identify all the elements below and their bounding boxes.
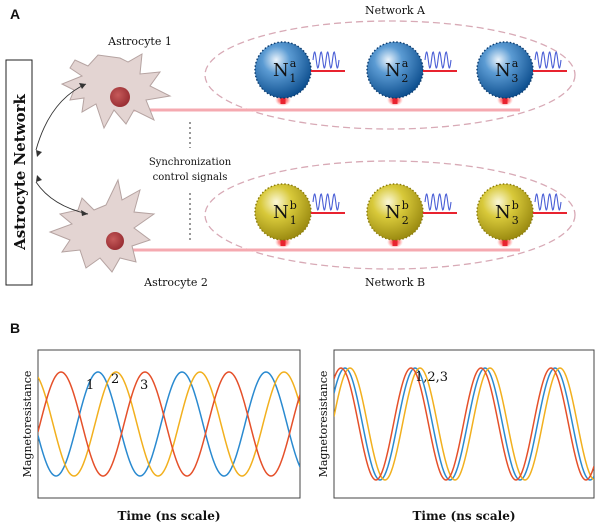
network-a-neuron-sub-2: 2 xyxy=(401,72,408,85)
network-a-synapse-1 xyxy=(280,94,286,104)
network-b-neuron-3: Nb 3 xyxy=(476,183,567,248)
network-b-neuron-2: Nb 2 xyxy=(366,183,457,248)
network-b-synapse-1 xyxy=(280,236,286,246)
network-b-neuron-sub-3: 3 xyxy=(512,214,519,227)
network-b-neuron-1: Nb 1 xyxy=(254,183,345,248)
network-a-neuron-3: Na 3 xyxy=(476,41,567,106)
panel-b-label: B xyxy=(10,320,20,336)
network-b-neuron-base-1: N xyxy=(273,202,289,223)
arrow-tail-astrocyte-2 xyxy=(36,175,42,182)
network-a-oscillation-3 xyxy=(534,51,562,69)
network-b-neuron-label-2: Nb 2 xyxy=(385,199,409,227)
network-a-neuron-label-2: Na 2 xyxy=(385,57,409,85)
network-a-neuron-2: Na 2 xyxy=(366,41,457,106)
left-plot-curves xyxy=(38,371,300,477)
left-curve-label-3: 3 xyxy=(140,378,148,393)
network-a-title: Network A xyxy=(365,4,426,17)
network-b-neuron-sup-2: b xyxy=(402,199,409,212)
right-plot-curve-3 xyxy=(334,367,594,481)
network-b-ellipse xyxy=(204,160,576,270)
network-b-oscillation-3 xyxy=(534,193,562,211)
network-a-synapse-3 xyxy=(502,94,508,104)
network-b-neuron-base-3: N xyxy=(495,202,511,223)
network-b-synapse-3 xyxy=(502,236,508,246)
left-plot-curve-1 xyxy=(38,371,300,477)
left-plot-ylabel: Magnetoresistance xyxy=(21,371,34,478)
panel-a-label: A xyxy=(10,6,20,22)
arrow-to-astrocyte-1 xyxy=(35,83,87,151)
network-a-oscillation-2 xyxy=(424,51,452,69)
left-plot: 1 2 3 Magnetoresistance Time (ns scale) xyxy=(21,349,301,523)
right-plot-ylabel: Magnetoresistance xyxy=(317,371,330,478)
sync-label-line-1: Synchronization xyxy=(149,157,232,168)
right-plot: 1,2,3 Magnetoresistance Time (ns scale) xyxy=(317,349,595,523)
network-b-neuron-label-3: Nb 3 xyxy=(495,199,519,227)
network-a-neuron-base-2: N xyxy=(385,60,401,81)
astrocyte-network-box xyxy=(5,59,33,286)
network-a-neuron-sup-3: a xyxy=(512,57,519,70)
network-a-synapse-2 xyxy=(392,94,398,104)
network-a-neuron-sup-2: a xyxy=(402,57,409,70)
network-b-neuron-sup-3: b xyxy=(512,199,519,212)
astrocyte-1 xyxy=(60,53,172,130)
right-curve-label: 1,2,3 xyxy=(415,370,448,385)
astrocyte-network-label: Astrocyte Network xyxy=(11,93,29,250)
right-plot-xlabel: Time (ns scale) xyxy=(412,509,515,523)
network-a-oscillation-1 xyxy=(312,51,340,69)
network-a-ellipse xyxy=(204,20,576,130)
network-b-synapse-2 xyxy=(392,236,398,246)
network-b-title: Network B xyxy=(365,276,425,289)
network-b-neuron-sup-1: b xyxy=(290,199,297,212)
network-b-neuron-base-2: N xyxy=(385,202,401,223)
left-curve-label-2: 2 xyxy=(111,372,119,387)
left-curve-label-1: 1 xyxy=(86,378,94,393)
network-a-neuron-sub-3: 3 xyxy=(511,72,518,85)
right-plot-curve-1 xyxy=(334,367,594,481)
arrow-head-astrocyte-2 xyxy=(81,210,88,216)
arrow-tail-astrocyte-1 xyxy=(36,150,42,157)
network-a-neuron-label-3: Na 3 xyxy=(495,57,519,85)
network-a-neuron-sup-1: a xyxy=(290,57,297,70)
network-a-neuron-base-1: N xyxy=(273,60,289,81)
network-b-neuron-sub-1: 1 xyxy=(290,214,297,227)
network-b-neuron-label-1: Nb 1 xyxy=(273,199,297,227)
right-plot-curve-2 xyxy=(334,367,594,481)
network-b-oscillation-1 xyxy=(312,193,340,211)
right-plot-curves xyxy=(334,367,594,481)
astrocyte-2-label: Astrocyte 2 xyxy=(143,276,208,289)
network-a-neuron-base-3: N xyxy=(495,60,511,81)
astrocyte-2 xyxy=(48,178,156,273)
network-a-neuron-label-1: Na 1 xyxy=(273,57,297,85)
left-plot-xlabel: Time (ns scale) xyxy=(117,509,220,523)
network-b-neuron-sub-2: 2 xyxy=(402,214,409,227)
sync-label-line-2: control signals xyxy=(153,172,228,183)
arrow-head-astrocyte-1 xyxy=(79,83,86,89)
left-plot-curve-3 xyxy=(38,371,300,477)
astrocyte-1-label: Astrocyte 1 xyxy=(107,35,172,48)
network-a-neuron-1: Na 1 xyxy=(254,41,345,106)
network-a-neuron-sub-1: 1 xyxy=(289,72,296,85)
network-b-oscillation-2 xyxy=(424,193,452,211)
